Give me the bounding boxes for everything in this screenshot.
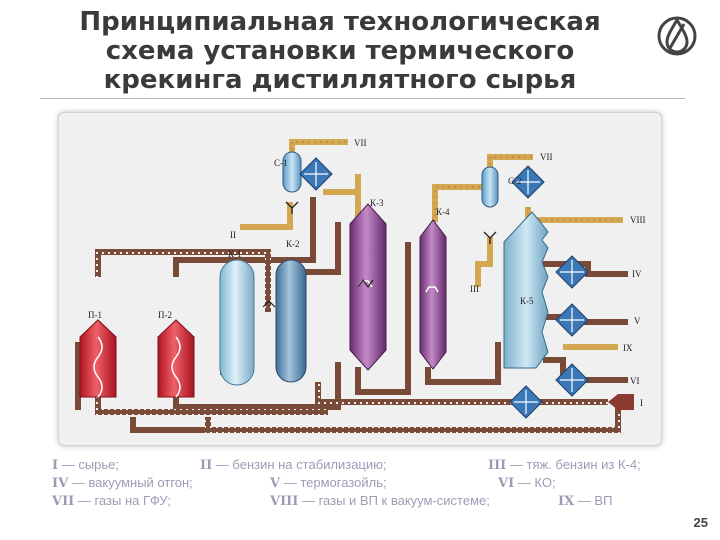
label-k2: К-2 bbox=[286, 239, 300, 249]
furnace-p1 bbox=[79, 319, 117, 398]
separator-c2 bbox=[481, 166, 499, 244]
label-stream-viii: VIII bbox=[630, 215, 646, 225]
label-stream-vii-b: VII bbox=[540, 152, 553, 162]
legend-item: VI — КО; bbox=[498, 475, 556, 491]
label-k5: К-5 bbox=[520, 296, 534, 306]
process-flow-diagram: П-1 П-2 К-1 К-2 К-3 К-4 К-5 С-1 С-2 I II… bbox=[75, 138, 646, 433]
legend-item: III — тяж. бензин из К-4; bbox=[488, 457, 641, 473]
title-divider bbox=[40, 98, 685, 99]
column-k1 bbox=[219, 259, 255, 386]
column-k4 bbox=[419, 219, 447, 370]
label-c1: С-1 bbox=[274, 158, 288, 168]
legend-item: VIII — газы и ВП к вакуум-системе; bbox=[270, 493, 490, 509]
label-stream-vi: VI bbox=[630, 376, 640, 386]
legend-item: VII — газы на ГФУ; bbox=[52, 493, 171, 509]
legend-item: IV — вакуумный отгон; bbox=[52, 475, 193, 491]
label-stream-ix: IX bbox=[623, 343, 633, 353]
label-k3: К-3 bbox=[370, 198, 384, 208]
title-line-1: Принципиальная технологическая bbox=[79, 7, 601, 37]
feed-arrow-icon bbox=[608, 394, 634, 410]
label-stream-v: V bbox=[634, 316, 641, 326]
heat-exchangers bbox=[299, 157, 589, 419]
label-k4: К-4 bbox=[436, 207, 450, 217]
label-stream-ii: II bbox=[230, 230, 236, 240]
separator-c1 bbox=[282, 151, 302, 214]
legend-row-3: VII — газы на ГФУ; VIII — газы и ВП к ва… bbox=[52, 492, 692, 510]
legend: I — сырье; II — бензин на стабилизацию; … bbox=[52, 456, 692, 510]
column-k2 bbox=[275, 259, 307, 383]
legend-item: V — термогазойль; bbox=[270, 475, 387, 491]
furnace-p2 bbox=[157, 319, 195, 398]
label-stream-vii-a: VII bbox=[354, 138, 367, 148]
legend-item: IX — ВП bbox=[558, 493, 613, 509]
legend-row-2: IV — вакуумный отгон; V — термогазойль; … bbox=[52, 474, 692, 492]
oil-drop-logo-icon bbox=[657, 16, 697, 56]
pipes-gold-dots bbox=[291, 141, 623, 222]
page-number: 25 bbox=[693, 515, 708, 530]
valve-marks bbox=[262, 278, 374, 308]
diagram-labels: П-1 П-2 К-1 К-2 К-3 К-4 К-5 С-1 С-2 I II… bbox=[88, 138, 646, 408]
label-stream-i: I bbox=[640, 398, 643, 408]
label-p2: П-2 bbox=[158, 310, 172, 320]
legend-row-1: I — сырье; II — бензин на стабилизацию; … bbox=[52, 456, 692, 474]
legend-item: II — бензин на стабилизацию; bbox=[200, 457, 387, 473]
title-line-3: крекинга дистиллятного сырья bbox=[103, 65, 577, 95]
title-line-2: схема установки термического bbox=[105, 36, 575, 66]
label-k1: К-1 bbox=[228, 249, 242, 259]
legend-item: I — сырье; bbox=[52, 457, 120, 473]
label-p1: П-1 bbox=[88, 310, 102, 320]
label-stream-iii: III bbox=[470, 284, 479, 294]
label-stream-iv: IV bbox=[632, 269, 642, 279]
slide-title: Принципиальная технологическая схема уст… bbox=[40, 8, 640, 95]
label-c2: С-2 bbox=[508, 176, 522, 186]
column-k5 bbox=[503, 211, 549, 369]
